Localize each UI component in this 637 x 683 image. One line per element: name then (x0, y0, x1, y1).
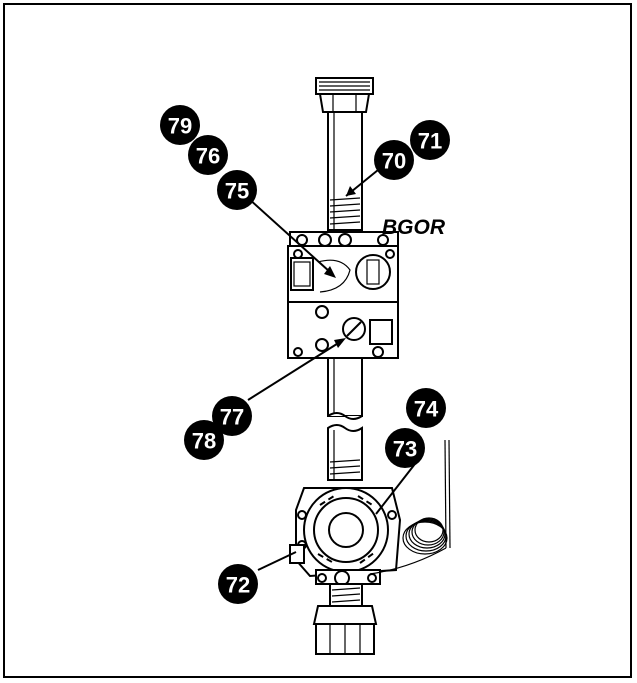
callout-73: 73 (385, 428, 425, 468)
svg-text:71: 71 (418, 129, 442, 154)
svg-text:77: 77 (220, 405, 244, 430)
svg-text:79: 79 (168, 114, 192, 139)
middle-pipe (327, 357, 363, 481)
upper-pipe (327, 111, 363, 231)
model-label: BGOR (382, 216, 446, 239)
svg-text:70: 70 (382, 149, 406, 174)
callout-75: 75 (217, 170, 257, 210)
callout-78: 78 (184, 420, 224, 460)
callout-77: 77 (212, 396, 252, 436)
callout-76: 76 (188, 135, 228, 175)
svg-text:73: 73 (393, 437, 417, 462)
bottom-fitting (312, 583, 378, 655)
top-fitting (315, 77, 374, 113)
svg-text:74: 74 (414, 397, 439, 422)
callout-71: 71 (410, 120, 450, 160)
callout-70: 70 (374, 140, 414, 180)
svg-text:75: 75 (225, 179, 249, 204)
leader-lines (247, 169, 419, 571)
gas-control-valve (287, 231, 399, 359)
callout-72: 72 (218, 564, 258, 604)
svg-text:72: 72 (226, 573, 250, 598)
svg-text:76: 76 (196, 144, 220, 169)
callout-79: 79 (160, 105, 200, 145)
thermocouple-coil (369, 439, 451, 575)
svg-text:78: 78 (192, 429, 216, 454)
callout-74: 74 (406, 388, 446, 428)
burner-control-unit (289, 487, 402, 586)
